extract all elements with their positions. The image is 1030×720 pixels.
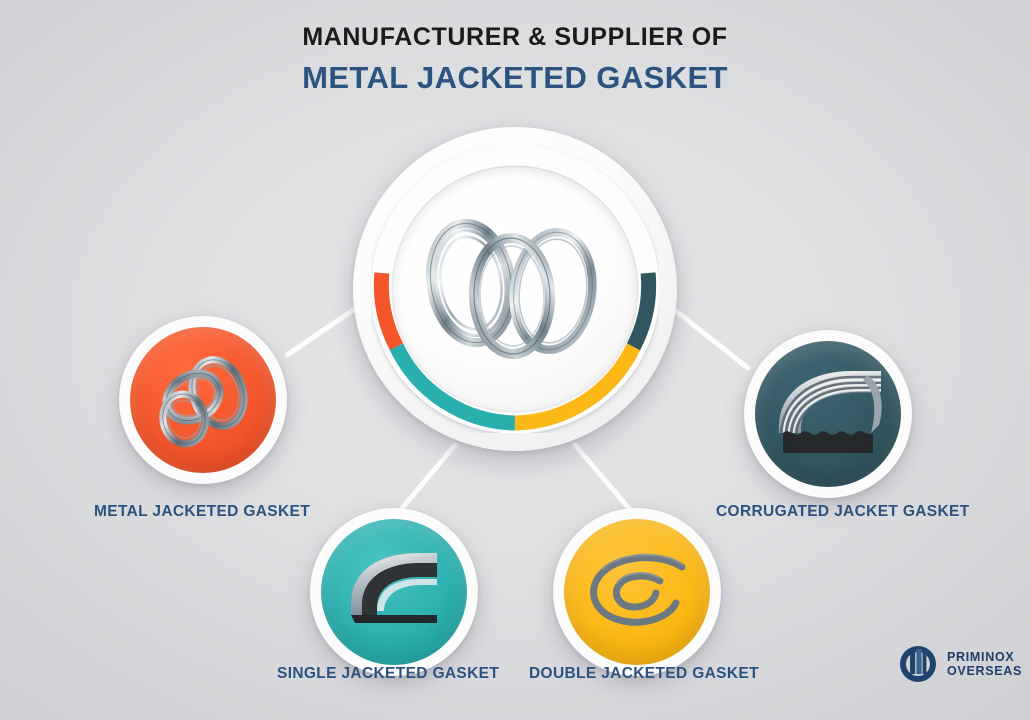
company-logo[interactable]: PRIMINOX OVERSEAS <box>897 643 1022 685</box>
node-single-disc <box>321 519 467 665</box>
label-single-jacketed: SINGLE JACKETED GASKET <box>277 665 500 682</box>
logo-name-line-2: OVERSEAS <box>947 664 1023 678</box>
page-title: MANUFACTURER & SUPPLIER OF METAL JACKETE… <box>0 22 1030 99</box>
gasket-rings-icon <box>159 356 248 448</box>
label-double-jacketed: DOUBLE JACKETED GASKET <box>529 665 759 682</box>
single-jacket-profile-icon <box>351 553 437 623</box>
connector-double <box>572 442 635 515</box>
center-hub <box>353 127 677 451</box>
label-corrugated-jacket: CORRUGATED JACKET GASKET <box>716 503 970 520</box>
title-line-1: MANUFACTURER & SUPPLIER OF <box>302 23 728 51</box>
arc-metal-jacketed <box>373 272 404 351</box>
node-corrugated-jacket[interactable] <box>744 330 912 498</box>
node-double-jacketed[interactable] <box>553 508 721 676</box>
connector-corrugated <box>659 297 751 371</box>
node-metal-jacketed[interactable] <box>119 316 287 484</box>
double-jacket-swirl-icon <box>590 553 686 626</box>
node-corrugated-disc <box>755 341 901 487</box>
arc-double-jacketed <box>514 343 641 431</box>
title-line-2: METAL JACKETED GASKET <box>302 60 728 96</box>
segmented-progress-ring <box>370 144 660 434</box>
corrugated-jacket-profile-icon <box>779 371 882 453</box>
connector-single <box>396 442 458 515</box>
label-metal-jacketed: METAL JACKETED GASKET <box>94 503 311 520</box>
priminox-circular-mark <box>900 646 936 682</box>
logo-name-line-1: PRIMINOX <box>947 650 1015 664</box>
arc-corrugated-jacket <box>626 272 657 351</box>
hub-inner-disc <box>393 167 637 411</box>
node-double-disc <box>564 519 710 665</box>
node-single-jacketed[interactable] <box>310 508 478 676</box>
gasket-rings-icon <box>425 218 597 359</box>
arc-single-jacketed <box>389 343 516 431</box>
node-metal-disc <box>130 327 276 473</box>
logo-wordmark: PRIMINOX OVERSEAS <box>947 650 1022 678</box>
